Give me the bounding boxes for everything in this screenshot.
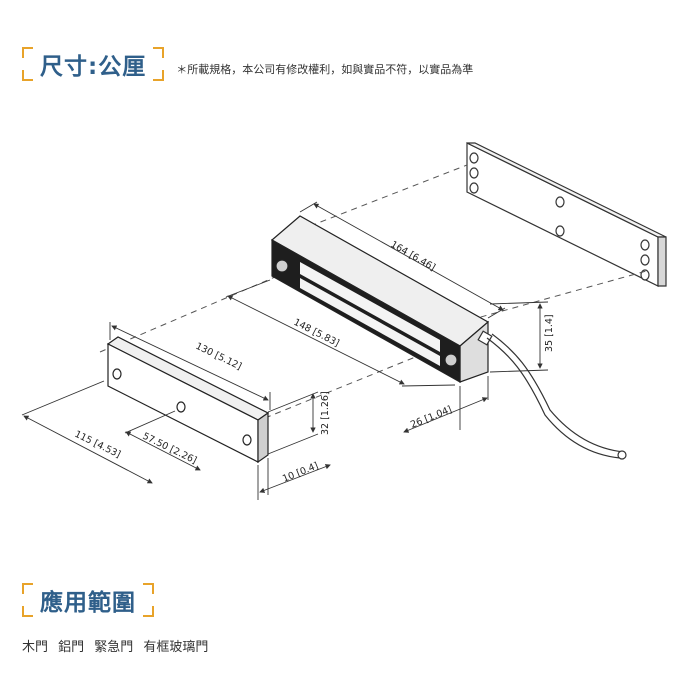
mounting-plate xyxy=(466,142,667,287)
armature-length-label: 130 [5.12] xyxy=(194,341,244,373)
magnet-length-label: 164 [6.46] xyxy=(389,239,438,273)
size-section-header: 尺寸:公厘 ＊所載規格，本公司有修改權利，如與實品不符，以實品為準 xyxy=(22,47,473,81)
armature-center-label: 57.50 [2.26] xyxy=(141,431,199,467)
magnet-height-label: 35 [1.4] xyxy=(544,314,555,352)
lock-cable xyxy=(477,330,627,460)
size-title-box: 尺寸:公厘 xyxy=(22,47,165,81)
armature-height-label: 32 [1.26] xyxy=(320,391,331,435)
dimension-lines xyxy=(21,201,549,500)
magnet-face-label: 148 [5.83] xyxy=(292,317,341,349)
armature-depth-label: 10 [0.4] xyxy=(281,460,320,484)
application-title-box: 應用範圍 xyxy=(22,583,154,617)
magnet-depth-label: 26 [1.04] xyxy=(409,404,454,431)
application-title: 應用範圍 xyxy=(40,590,136,616)
armature-plate xyxy=(106,336,270,464)
size-title: 尺寸:公厘 xyxy=(40,54,147,80)
application-list: 木門 鋁門 緊急門 有框玻璃門 xyxy=(22,640,209,655)
application-section-header: 應用範圍 xyxy=(22,583,154,617)
spec-disclaimer: ＊所載規格，本公司有修改權利，如與實品不符，以實品為準 xyxy=(176,63,474,76)
armature-holes-label: 115 [4.53] xyxy=(73,429,123,461)
